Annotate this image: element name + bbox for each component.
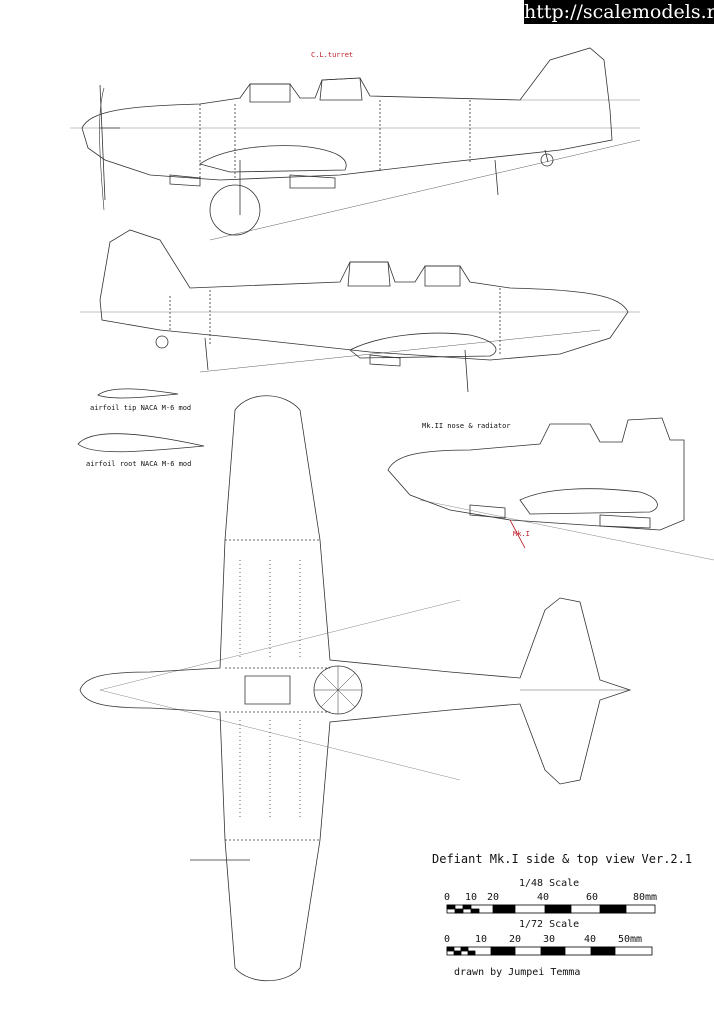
watermark[interactable]: http://scalemodels.ru [524, 0, 714, 24]
scale-tick: 30 [542, 934, 556, 945]
scale-tick: 10 [464, 892, 478, 903]
scale-tick: 0 [443, 934, 451, 945]
scale-tick: 40 [536, 892, 550, 903]
top-view [79, 395, 632, 981]
scale-tick: 0 [443, 892, 451, 903]
scale-tick: 80mm [632, 892, 658, 903]
scale-tick: 60 [585, 892, 599, 903]
side-view-upper [70, 47, 641, 241]
mk1-label: Mk.I [513, 530, 530, 538]
scale-tick: 20 [486, 892, 500, 903]
scale-title-48: 1/48 Scale [519, 878, 580, 889]
mk2-nose-label: Mk.II nose & radiator [422, 422, 511, 430]
scale-tick: 10 [474, 934, 488, 945]
airfoil-sections [77, 388, 205, 453]
scale-tick: 20 [508, 934, 522, 945]
turret-label: C.L.turret [311, 51, 354, 59]
mk2-nose-inset [387, 417, 714, 561]
side-view-lower [80, 229, 640, 393]
drawing-title: Defiant Mk.I side & top view Ver.2.1 [432, 852, 693, 866]
scale-title-72: 1/72 Scale [519, 919, 580, 930]
airfoil-root-label: airfoil root NACA M-6 mod [86, 460, 192, 468]
scale-tick: 50mm [617, 934, 643, 945]
scale-tick: 40 [583, 934, 597, 945]
airfoil-tip-label: airfoil tip NACA M-6 mod [90, 404, 192, 412]
scale-bars [446, 904, 656, 956]
credit: drawn by Jumpei Temma [454, 967, 581, 978]
